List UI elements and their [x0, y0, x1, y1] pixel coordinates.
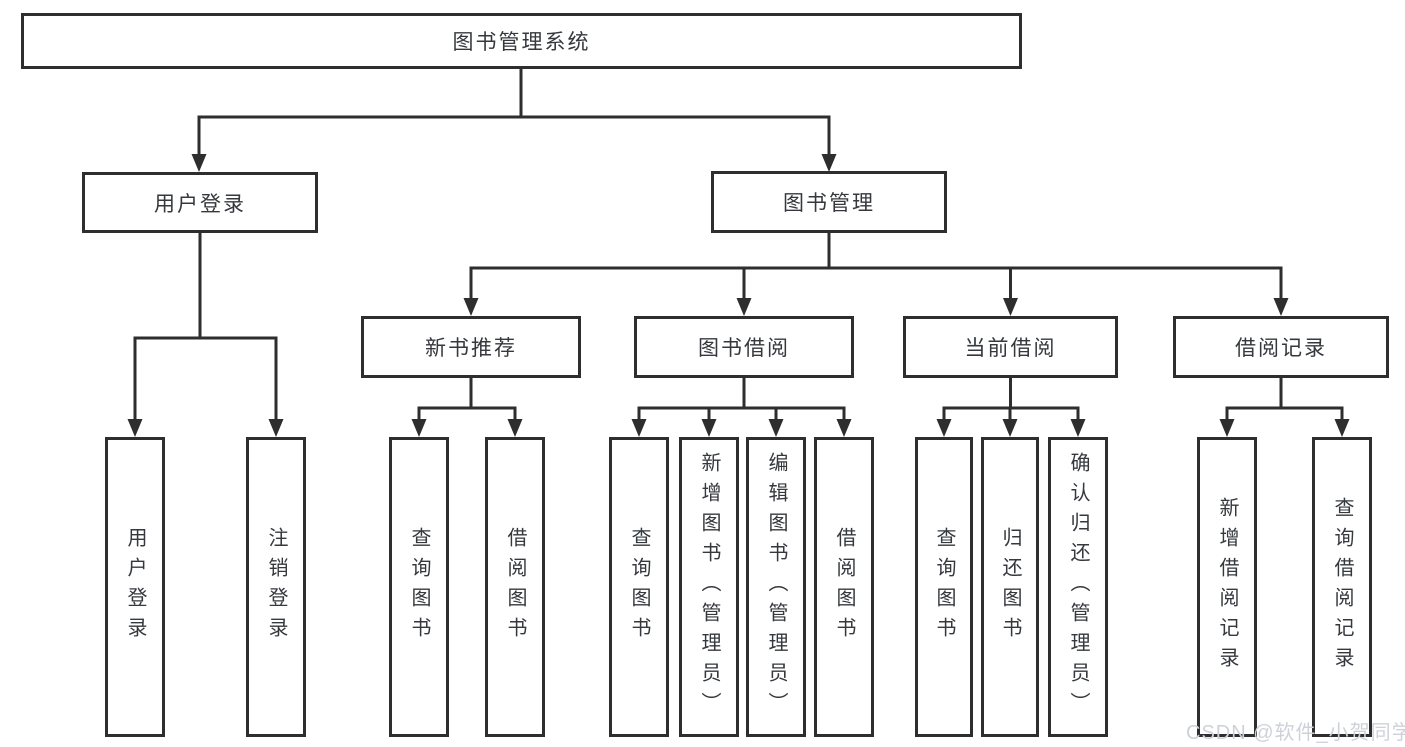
node-leaf-edit-books-admin: 编辑图书（管理员） [746, 437, 806, 737]
leaf-label: 查询图书 [408, 527, 430, 647]
leaf-label: 查询图书 [628, 527, 650, 647]
node-leaf-borrow-books-2: 借阅图书 [814, 437, 874, 737]
tree-edges [133, 67, 1344, 427]
leaf-label: 用户登录 [124, 527, 146, 647]
leaf-label: 借阅图书 [833, 527, 855, 647]
node-book-borrowing: 图书借阅 [634, 316, 854, 378]
node-leaf-query-borrow-record: 查询借阅记录 [1312, 437, 1372, 737]
node-leaf-confirm-return-admin: 确认归还（管理员） [1048, 437, 1108, 737]
leaf-label: 归还图书 [999, 527, 1021, 647]
node-leaf-return-books: 归还图书 [981, 437, 1039, 737]
node-leaf-borrow-books-1: 借阅图书 [485, 437, 545, 737]
node-user-login: 用户登录 [82, 172, 318, 233]
leaf-label: 查询图书 [933, 527, 955, 647]
node-borrowing-records: 借阅记录 [1173, 316, 1389, 378]
node-book-management: 图书管理 [711, 171, 947, 233]
node-new-book-recommend: 新书推荐 [361, 316, 581, 378]
node-leaf-add-books-admin: 新增图书（管理员） [679, 437, 739, 737]
node-leaf-user-login: 用户登录 [105, 437, 165, 737]
leaf-label: 查询借阅记录 [1331, 497, 1353, 677]
leaf-label: 确认归还（管理员） [1067, 452, 1089, 722]
node-library-management-system: 图书管理系统 [21, 13, 1022, 69]
node-leaf-query-books-3: 查询图书 [915, 437, 973, 737]
watermark: CSDN @软件_小贺同学 [1186, 722, 1405, 744]
leaf-label: 借阅图书 [504, 527, 526, 647]
node-leaf-logout-login: 注销登录 [246, 437, 306, 737]
leaf-label: 新增图书（管理员） [698, 452, 720, 722]
leaf-label: 新增借阅记录 [1216, 497, 1238, 677]
leaf-label: 编辑图书（管理员） [765, 452, 787, 722]
node-leaf-add-borrow-record: 新增借阅记录 [1197, 437, 1257, 737]
node-leaf-query-books-2: 查询图书 [609, 437, 669, 737]
leaf-label: 注销登录 [265, 527, 287, 647]
node-leaf-query-books-1: 查询图书 [389, 437, 449, 737]
node-current-borrowing: 当前借阅 [903, 316, 1118, 378]
